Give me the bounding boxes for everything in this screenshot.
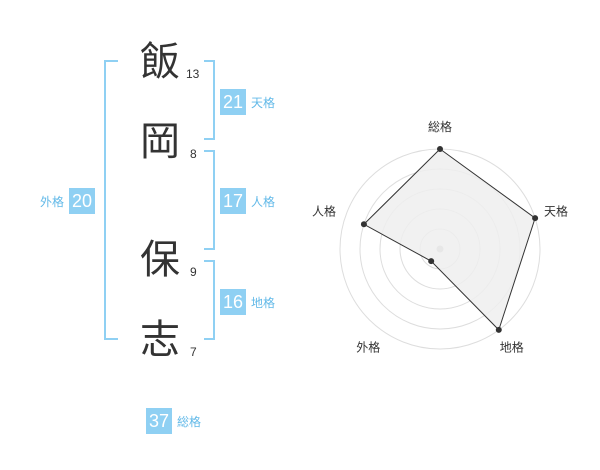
name-char-3: 保 bbox=[140, 237, 180, 283]
radar-point-2 bbox=[495, 326, 502, 333]
gaikaku-value: 20 bbox=[69, 188, 96, 214]
soukaku-badge: 37 総格 bbox=[146, 408, 201, 434]
chikaku-badge: 16 地格 bbox=[220, 289, 275, 315]
jinkaku-label: 人格 bbox=[251, 194, 276, 209]
radar-point-0 bbox=[437, 146, 443, 152]
radar-axis-label: 人格 bbox=[312, 203, 336, 218]
stroke-count-4: 7 bbox=[190, 345, 197, 359]
radar-axis-label: 地格 bbox=[500, 340, 524, 355]
gaikaku-badge: 外格 20 bbox=[40, 188, 96, 214]
jinkaku-bracket bbox=[204, 150, 215, 250]
soukaku-label: 総格 bbox=[177, 414, 202, 429]
radar-value-polygon bbox=[363, 148, 536, 331]
chikaku-bracket bbox=[204, 260, 215, 340]
tenkaku-bracket bbox=[204, 60, 215, 140]
radar-axis-label: 総格 bbox=[428, 119, 452, 134]
stroke-count-1: 13 bbox=[186, 67, 200, 81]
name-char-2: 岡 bbox=[140, 119, 180, 165]
chikaku-value: 16 bbox=[220, 289, 246, 315]
chikaku-label: 地格 bbox=[251, 295, 276, 310]
stroke-count-2: 8 bbox=[190, 147, 197, 161]
radar-point-3 bbox=[428, 258, 435, 265]
radar-point-1 bbox=[532, 215, 539, 222]
soukaku-value: 37 bbox=[146, 408, 172, 434]
radar-axis-label: 外格 bbox=[356, 340, 380, 355]
tenkaku-badge: 21 天格 bbox=[220, 89, 275, 115]
tenkaku-label: 天格 bbox=[251, 95, 276, 110]
name-char-4: 志 bbox=[140, 317, 180, 363]
tenkaku-value: 21 bbox=[220, 89, 246, 115]
jinkaku-value: 17 bbox=[220, 188, 246, 214]
gaikaku-bracket bbox=[104, 60, 118, 340]
stroke-count-3: 9 bbox=[190, 265, 197, 279]
radar-axis-label: 天格 bbox=[544, 203, 568, 218]
name-char-1: 飯 bbox=[140, 39, 180, 85]
jinkaku-badge: 17 人格 bbox=[220, 188, 275, 214]
gaikaku-label: 外格 bbox=[40, 194, 65, 209]
radar-point-4 bbox=[360, 221, 367, 228]
